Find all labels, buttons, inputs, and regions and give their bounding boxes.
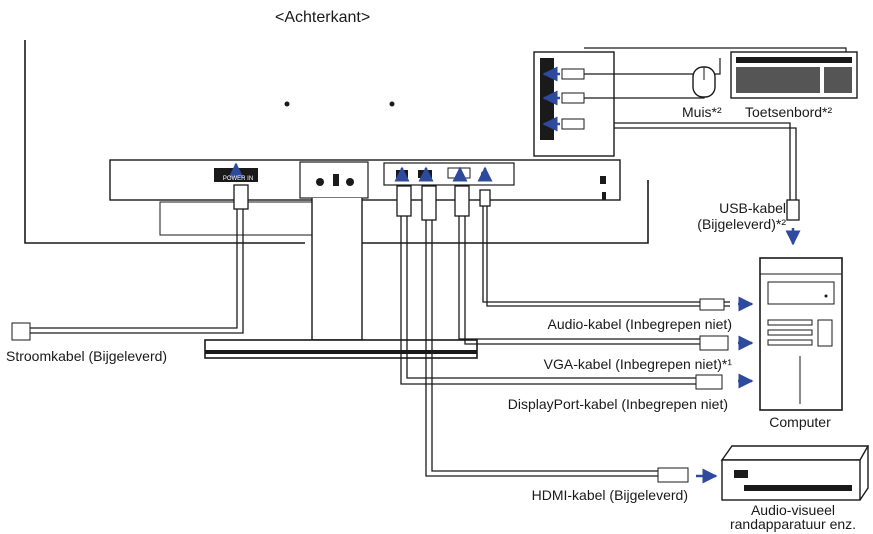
screw-hole [389,101,395,107]
displayport-cable-label: DisplayPort-kabel (Inbegrepen niet) [507,396,728,412]
audio-cable-label: Audio-kabel (Inbegrepen niet) [547,316,732,332]
direction-arrows [228,66,801,484]
cables [30,122,800,477]
cable-plugs [11,298,729,483]
screw-hole [284,101,290,107]
stand-base [204,339,478,359]
keyboard-label: Toetsenbord*² [745,104,833,120]
power-cable-label: Stroomkabel (Bijgeleverd) [6,348,168,364]
usb-cable-label-line1: USB-kabel [719,200,786,216]
computer-label: Computer [769,414,831,430]
lock-slot [600,176,606,184]
computer-icon [759,257,843,411]
av-device-label-line2: randapparatuur enz. [729,516,857,532]
mouse-icon [692,66,716,98]
av-device-label-line1: Audio-visueel [750,502,836,518]
power-port-label: POWER IN [223,176,253,182]
vga-cable-label: VGA-kabel (Inbegrepen niet)*¹ [543,356,732,372]
av-device-icon [720,445,870,501]
mouse-label: Muis*² [682,104,722,120]
usb-cable-label-line2: (Bijgeleverd)*² [697,216,786,232]
diagram-title: <Achterkant> [275,9,371,26]
keyboard-icon [730,51,858,99]
hdmi-cable-label: HDMI-kabel (Bijgeleverd) [531,487,688,503]
